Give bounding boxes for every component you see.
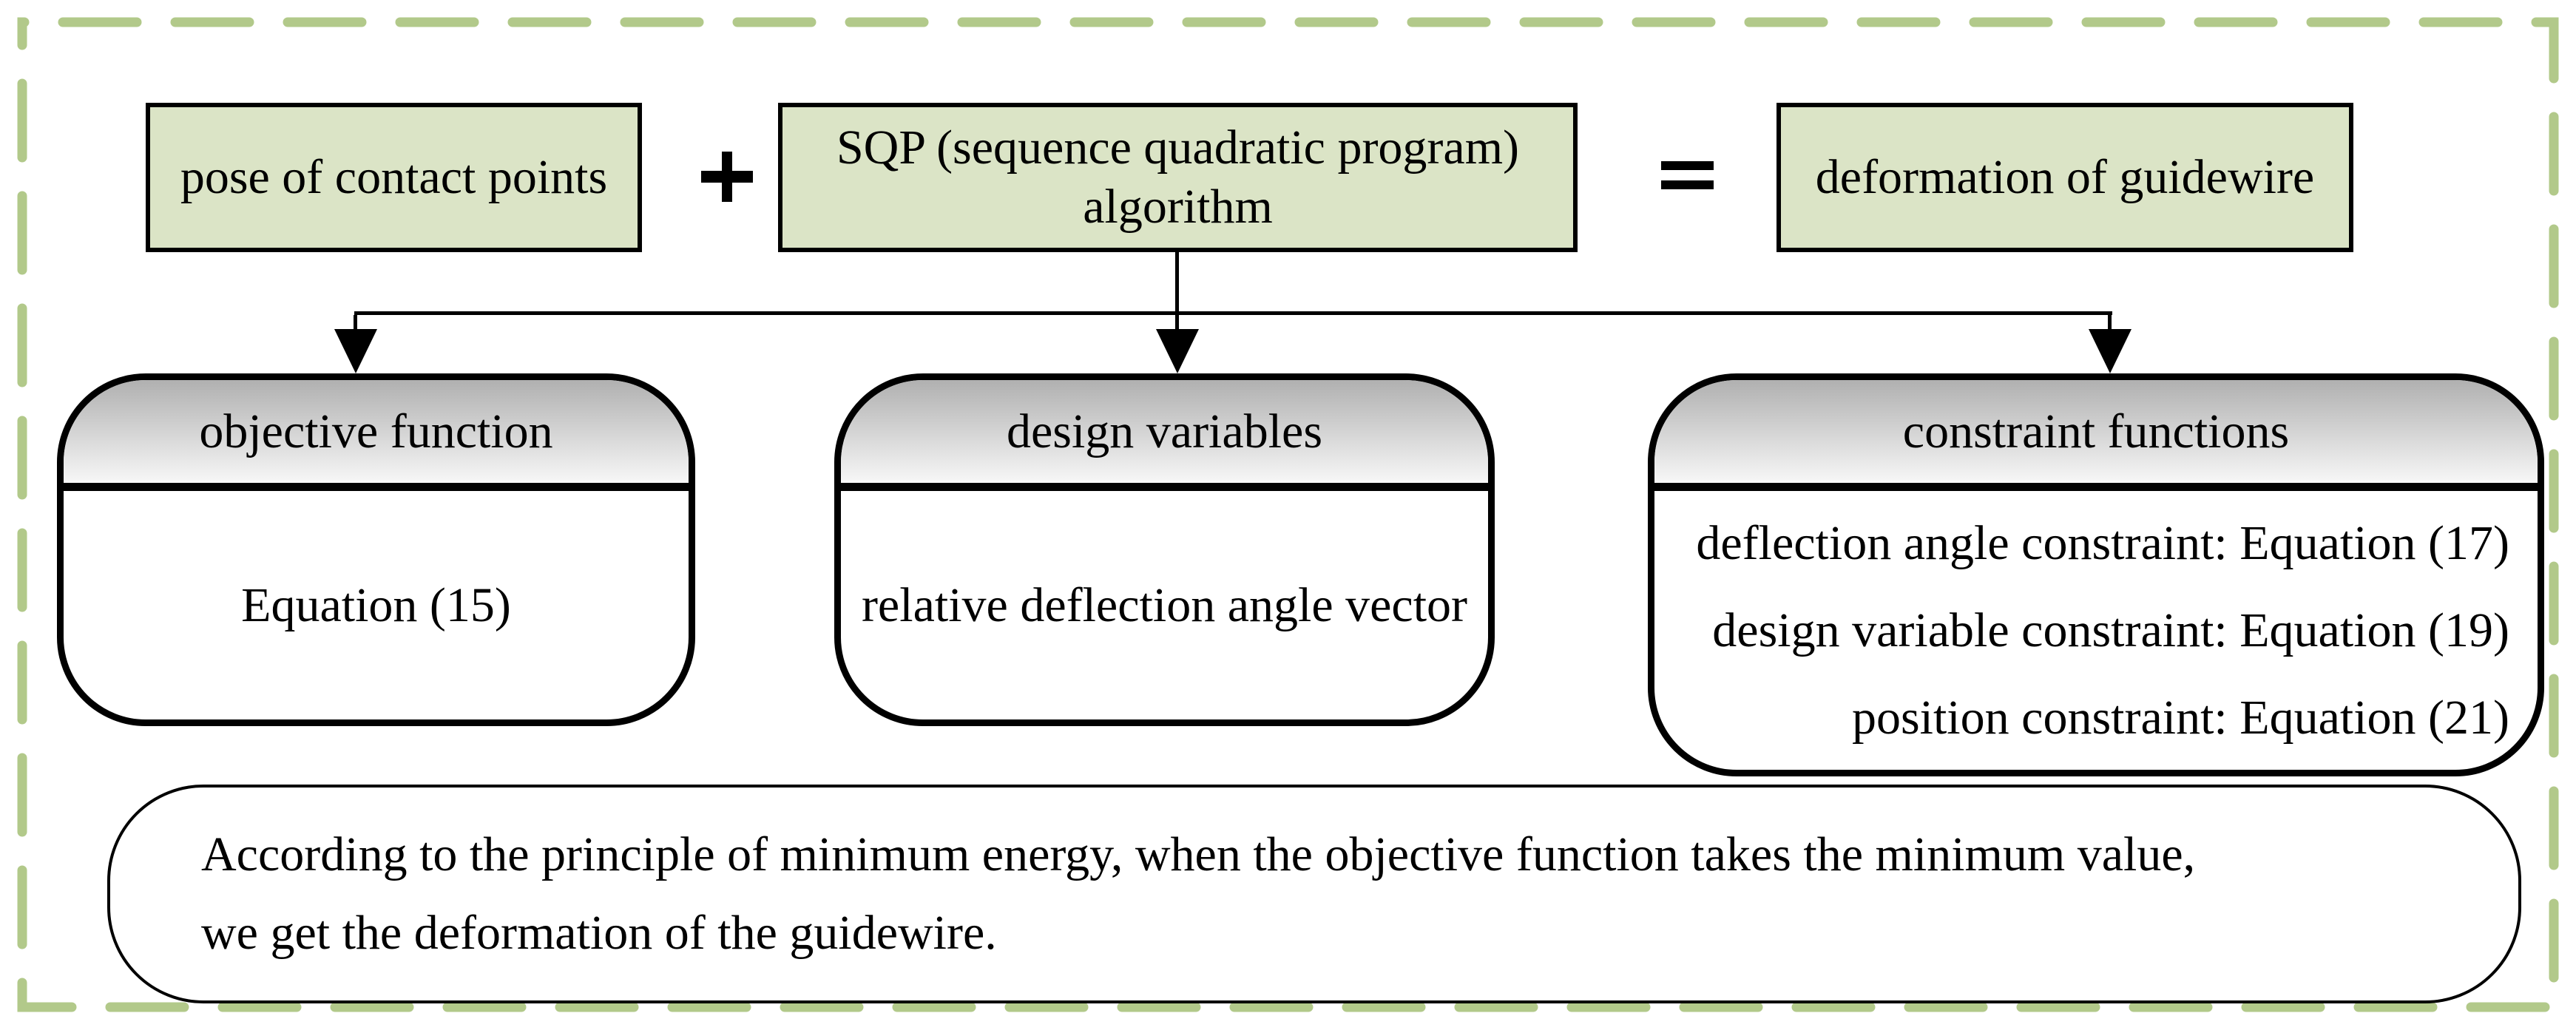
center-arrowhead-icon — [1156, 329, 1199, 373]
sqp-algorithm-line1: SQP (sequence quadratic program) — [836, 121, 1520, 175]
sqp-drop-line — [1175, 252, 1179, 314]
design-variables-header: design variables — [841, 380, 1488, 491]
objective-function-line: Equation (15) — [241, 578, 511, 632]
distribution-line — [354, 311, 2112, 315]
plus-operator — [701, 152, 753, 202]
constraint-functions-body: deflection angle constraint: Equation (1… — [1654, 491, 2538, 770]
equals-top-bar — [1661, 161, 1714, 170]
design-variables-title: design variables — [1006, 404, 1323, 458]
left-arrowhead-icon — [334, 329, 377, 373]
pose-of-contact-points-label: pose of contact points — [180, 150, 608, 204]
conclusion-note-box: According to the principle of minimum en… — [107, 785, 2521, 1003]
position-constraint-line: position constraint: Equation (21) — [1851, 690, 2509, 745]
conclusion-note-line1: According to the principle of minimum en… — [201, 827, 2196, 881]
sqp-algorithm-line2: algorithm — [1083, 180, 1273, 234]
design-variables-line: relative deflection angle vector — [861, 578, 1468, 632]
right-stub-line — [2108, 315, 2112, 331]
pose-of-contact-points-box: pose of contact points — [146, 103, 642, 252]
plus-vertical-bar — [722, 152, 732, 202]
conclusion-note-line2: we get the deformation of the guidewire. — [201, 906, 997, 960]
center-stub-line — [1175, 314, 1179, 331]
deformation-of-guidewire-box: deformation of guidewire — [1777, 103, 2353, 252]
design-variables-body: relative deflection angle vector — [841, 491, 1488, 719]
design-variables-box: design variables relative deflection ang… — [834, 373, 1495, 726]
constraint-functions-title: constraint functions — [1902, 404, 2290, 458]
design-variable-constraint-line: design variable constraint: Equation (19… — [1712, 603, 2509, 657]
right-arrowhead-icon — [2089, 329, 2132, 373]
objective-function-header: objective function — [64, 380, 689, 491]
left-stub-line — [354, 315, 357, 331]
objective-function-box: objective function Equation (15) — [57, 373, 695, 726]
constraint-functions-header: constraint functions — [1654, 380, 2538, 491]
objective-function-body: Equation (15) — [64, 491, 689, 719]
equals-bottom-bar — [1661, 180, 1714, 189]
deformation-of-guidewire-label: deformation of guidewire — [1815, 150, 2315, 204]
sqp-algorithm-box: SQP (sequence quadratic program) algorit… — [778, 103, 1578, 252]
objective-function-title: objective function — [199, 404, 553, 458]
constraint-functions-box: constraint functions deflection angle co… — [1648, 373, 2544, 776]
equals-operator — [1661, 161, 1714, 189]
deflection-angle-constraint-line: deflection angle constraint: Equation (1… — [1696, 515, 2509, 570]
